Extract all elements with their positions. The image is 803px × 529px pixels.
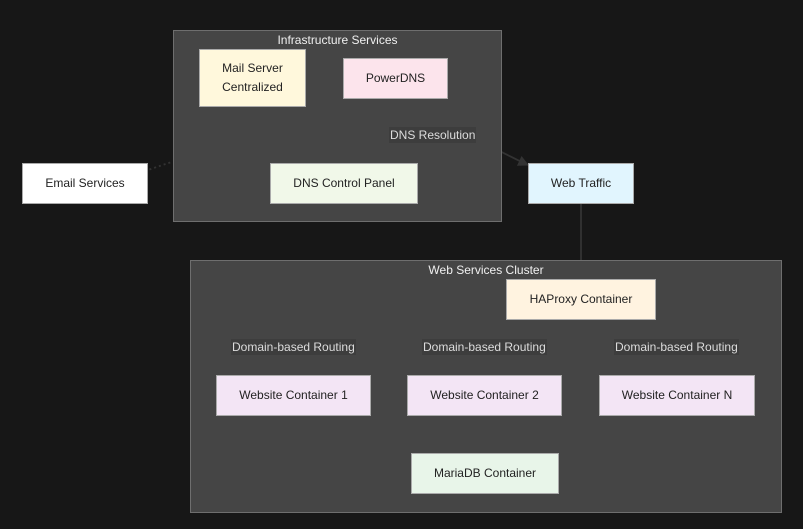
mariadb-container-node[interactable]: MariaDB Container: [411, 453, 559, 494]
powerdns-node[interactable]: PowerDNS: [343, 58, 448, 99]
mail-server-node[interactable]: Mail Server Centralized: [199, 49, 306, 107]
edge-label-domain-routing: Domain-based Routing: [231, 339, 356, 355]
cluster-title: Web Services Cluster: [428, 263, 544, 277]
edge-label-dns-resolution: DNS Resolution: [389, 127, 477, 143]
haproxy-container-node[interactable]: HAProxy Container: [506, 279, 656, 320]
cluster-title: Infrastructure Services: [277, 33, 398, 47]
email-services-node[interactable]: Email Services: [22, 163, 148, 204]
website-container-2-node[interactable]: Website Container 2: [407, 375, 562, 416]
website-container-1-node[interactable]: Website Container 1: [216, 375, 371, 416]
edge-label-domain-routing: Domain-based Routing: [614, 339, 739, 355]
web-traffic-node[interactable]: Web Traffic: [528, 163, 634, 204]
edge-label-domain-routing: Domain-based Routing: [422, 339, 547, 355]
website-container-n-node[interactable]: Website Container N: [599, 375, 755, 416]
dns-control-panel-node[interactable]: DNS Control Panel: [270, 163, 418, 204]
